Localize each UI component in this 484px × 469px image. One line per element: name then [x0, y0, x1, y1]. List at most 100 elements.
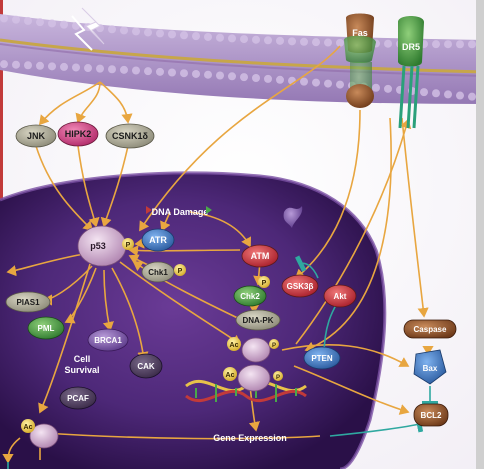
cak-label: CAK: [137, 362, 155, 371]
gene-expression-label: Gene Expression: [213, 433, 287, 443]
p53-ac-complex-left[interactable]: Ac: [21, 419, 59, 449]
pml-label: PML: [38, 324, 55, 333]
lipid-bead: [288, 37, 296, 46]
caspase-node[interactable]: Caspase: [403, 319, 457, 339]
lipid-bead: [384, 84, 392, 93]
p-lower-label: P: [276, 375, 280, 381]
dnapk-label: DNA-PK: [242, 316, 273, 325]
p53-label: p53: [90, 241, 106, 251]
lipid-bead: [264, 74, 272, 83]
bcl2-node[interactable]: BCL2: [413, 403, 449, 427]
lipid-bead: [72, 63, 80, 72]
jnk-node[interactable]: JNK: [15, 124, 57, 148]
pcaf-label: PCAF: [67, 394, 89, 403]
lipid-bead: [12, 15, 20, 24]
brca1-label: BRCA1: [94, 336, 122, 345]
lipid-bead: [252, 35, 260, 44]
atm-complex-icon: [283, 206, 303, 228]
cell-survival-label-line2: Survival: [64, 365, 99, 375]
right-edge-border: [476, 0, 484, 469]
lipid-bead: [216, 33, 224, 42]
cell-survival-label-line1: Cell: [74, 354, 91, 364]
lipid-bead: [84, 64, 92, 73]
lipid-bead: [468, 40, 476, 49]
chk2-label: Chk2: [240, 292, 260, 301]
p-upper-label: P: [272, 343, 276, 349]
lipid-bead: [432, 89, 440, 98]
p53-phospho-label: P: [126, 242, 131, 249]
chk1-node[interactable]: Chk1 P: [141, 261, 186, 283]
hipk2-node[interactable]: HIPK2: [57, 121, 99, 147]
lipid-bead: [168, 68, 176, 77]
pcaf-node[interactable]: PCAF: [59, 386, 97, 410]
ac-upper-label: Ac: [230, 342, 239, 349]
lipid-bead: [180, 31, 188, 40]
p53-node[interactable]: p53 P: [77, 225, 134, 267]
stress-lightning-icon: [71, 7, 105, 51]
ac-left-label: Ac: [24, 424, 33, 431]
lipid-bead: [144, 28, 152, 37]
lipid-bead: [204, 70, 212, 79]
lipid-bead: [456, 40, 464, 49]
lipid-bead: [240, 73, 248, 82]
bax-node[interactable]: Bax: [413, 349, 447, 385]
lipid-bead: [36, 61, 44, 70]
lipid-bead: [276, 36, 284, 45]
dr5-label: DR5: [402, 42, 420, 52]
lipid-bead: [384, 39, 392, 48]
lipid-bead: [108, 65, 116, 74]
akt-node[interactable]: Akt: [323, 284, 357, 308]
lipid-bead: [180, 69, 188, 78]
lipid-bead: [96, 64, 104, 73]
lipid-bead: [192, 32, 200, 41]
lipid-bead: [312, 38, 320, 47]
lipid-bead: [312, 78, 320, 87]
chk1-phospho-label: P: [178, 268, 183, 275]
atm-node[interactable]: ATM: [241, 244, 279, 268]
lipid-bead: [168, 30, 176, 39]
chk2-node[interactable]: Chk2 P: [233, 276, 270, 307]
lipid-bead: [300, 37, 308, 46]
lipid-bead: [264, 36, 272, 45]
lipid-bead: [36, 18, 44, 27]
fas-receptor[interactable]: Fas: [344, 13, 376, 109]
lipid-bead: [240, 35, 248, 44]
lipid-bead: [228, 34, 236, 43]
gsk3b-node[interactable]: GSK3β: [281, 274, 319, 298]
pias1-label: PIAS1: [16, 298, 40, 307]
lipid-bead: [0, 60, 8, 69]
pias1-node[interactable]: PIAS1: [5, 291, 51, 313]
ac-lower-label: Ac: [226, 372, 235, 379]
lipid-bead: [108, 25, 116, 34]
lipid-bead: [12, 60, 20, 69]
lipid-bead: [468, 92, 476, 101]
p53-ac-complex-lower[interactable]: Ac P: [223, 364, 283, 392]
dr5-receptor[interactable]: DR5: [398, 16, 424, 129]
hipk2-label: HIPK2: [65, 129, 92, 139]
chk1-label: Chk1: [148, 268, 168, 277]
brca1-node[interactable]: BRCA1: [87, 328, 129, 352]
lipid-bead: [300, 77, 308, 86]
lipid-bead: [372, 83, 380, 92]
pml-node[interactable]: PML: [27, 316, 65, 340]
lipid-bead: [48, 62, 56, 71]
lipid-bead: [204, 32, 212, 41]
pten-node[interactable]: PTEN: [303, 346, 341, 370]
cak-node[interactable]: CAK: [129, 353, 163, 379]
dnapk-node[interactable]: DNA-PK: [235, 309, 281, 331]
pten-label: PTEN: [311, 354, 333, 363]
lipid-bead: [432, 40, 440, 49]
bcl2-label: BCL2: [421, 411, 442, 420]
atr-node[interactable]: ATR: [141, 228, 175, 252]
lipid-bead: [324, 79, 332, 88]
lipid-bead: [24, 61, 32, 70]
lipid-bead: [132, 27, 140, 36]
lipid-bead: [336, 80, 344, 89]
p53-ac-complex-upper[interactable]: Ac P: [227, 337, 279, 363]
lipid-bead: [156, 67, 164, 76]
lipid-bead: [0, 14, 8, 23]
csnk1d-node[interactable]: CSNK1δ: [105, 123, 155, 149]
caspase-label: Caspase: [414, 325, 447, 334]
